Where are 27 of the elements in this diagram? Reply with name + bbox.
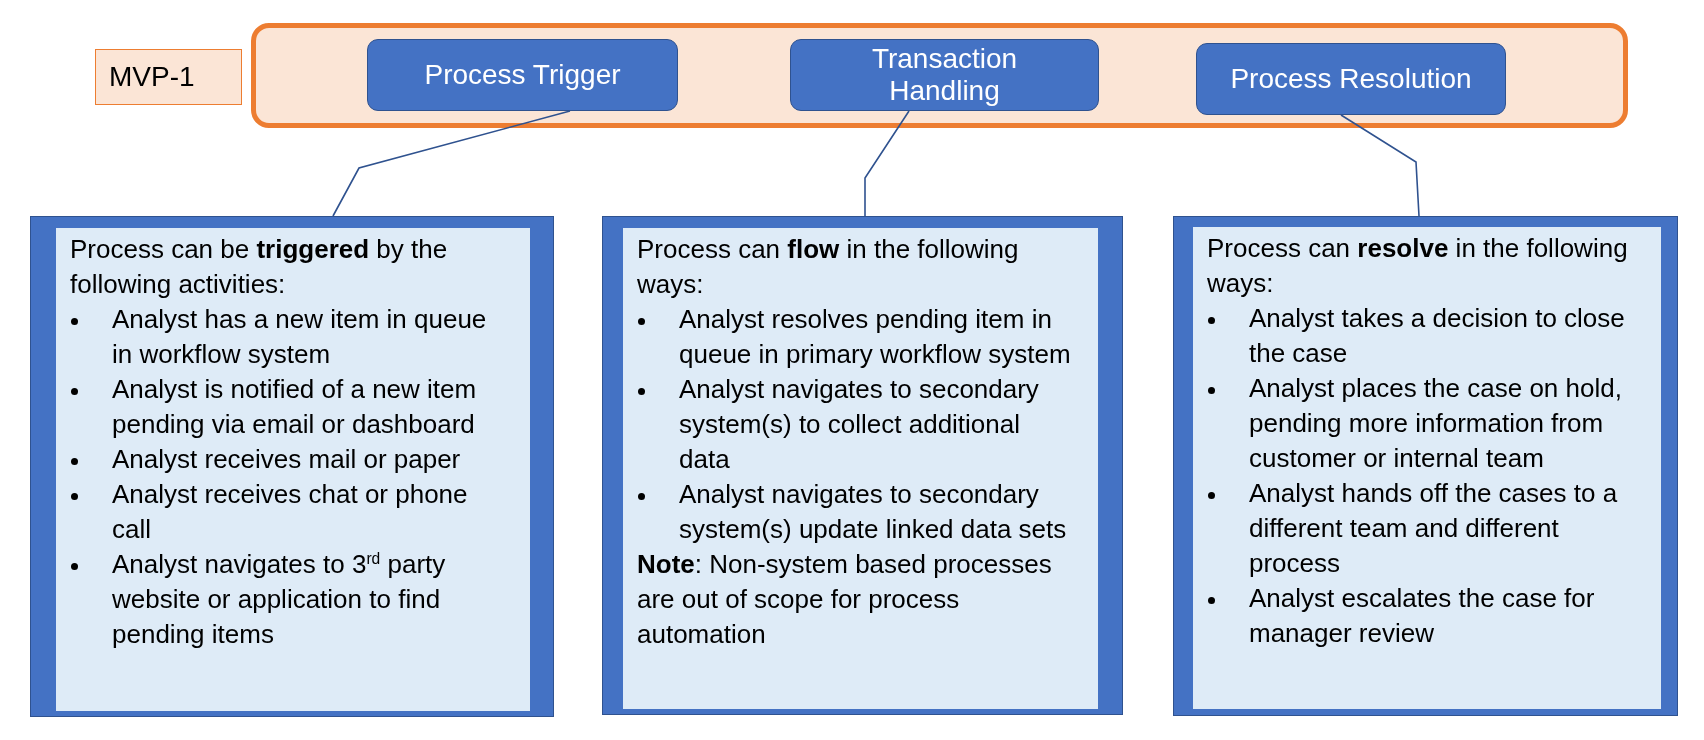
bullet-item: Analyst navigates to secondary system(s) update linked data sets [637,477,1076,547]
connector-line [332,110,571,217]
bullet-item: Analyst navigates to secondary system(s) to collect additional data [637,372,1076,477]
step-label: Process Trigger [424,58,621,92]
intro-text: Process can flow in the following ways: [637,233,1020,301]
connector-line [1340,114,1420,217]
bullet-item: Analyst places the case on hold, pending more information from customer or internal team [1207,371,1645,476]
process-step-box [790,39,1099,111]
intro-text: Process can resolve in the following ways: [1207,232,1629,300]
bullet-item: Analyst has a new item in queue in workflow system [70,302,508,372]
phase-band [251,23,1628,128]
bullet-item: Analyst navigates to 3$^{rd}$ party website or application to find pending items [70,547,508,652]
bullet-item: Analyst takes a decision to close the case [1207,301,1645,371]
connector-line [864,110,910,217]
step-label: Transaction Handling [870,42,1019,108]
step-label: Process Resolution [1230,62,1472,96]
bullet-item: Analyst escalates the case for manager review [1207,581,1645,651]
process-step-box [367,39,678,111]
bullet-item: Analyst hands off the cases to a different team and different process [1207,476,1645,581]
process-step-box [1196,43,1506,115]
phase-label: MVP-1 [109,60,195,94]
bullet-item: Analyst receives mail or paper [70,442,508,477]
intro-text: Process can be triggered by the following activities: [70,233,449,301]
phase-tag [95,49,242,105]
note-text: Note: Non-system based processes are out of scope for process automation [637,548,1053,651]
bullet-item: Analyst resolves pending item in queue in primary workflow system [637,302,1076,372]
bullet-item: Analyst is notified of a new item pending via email or dashboard [70,372,508,442]
